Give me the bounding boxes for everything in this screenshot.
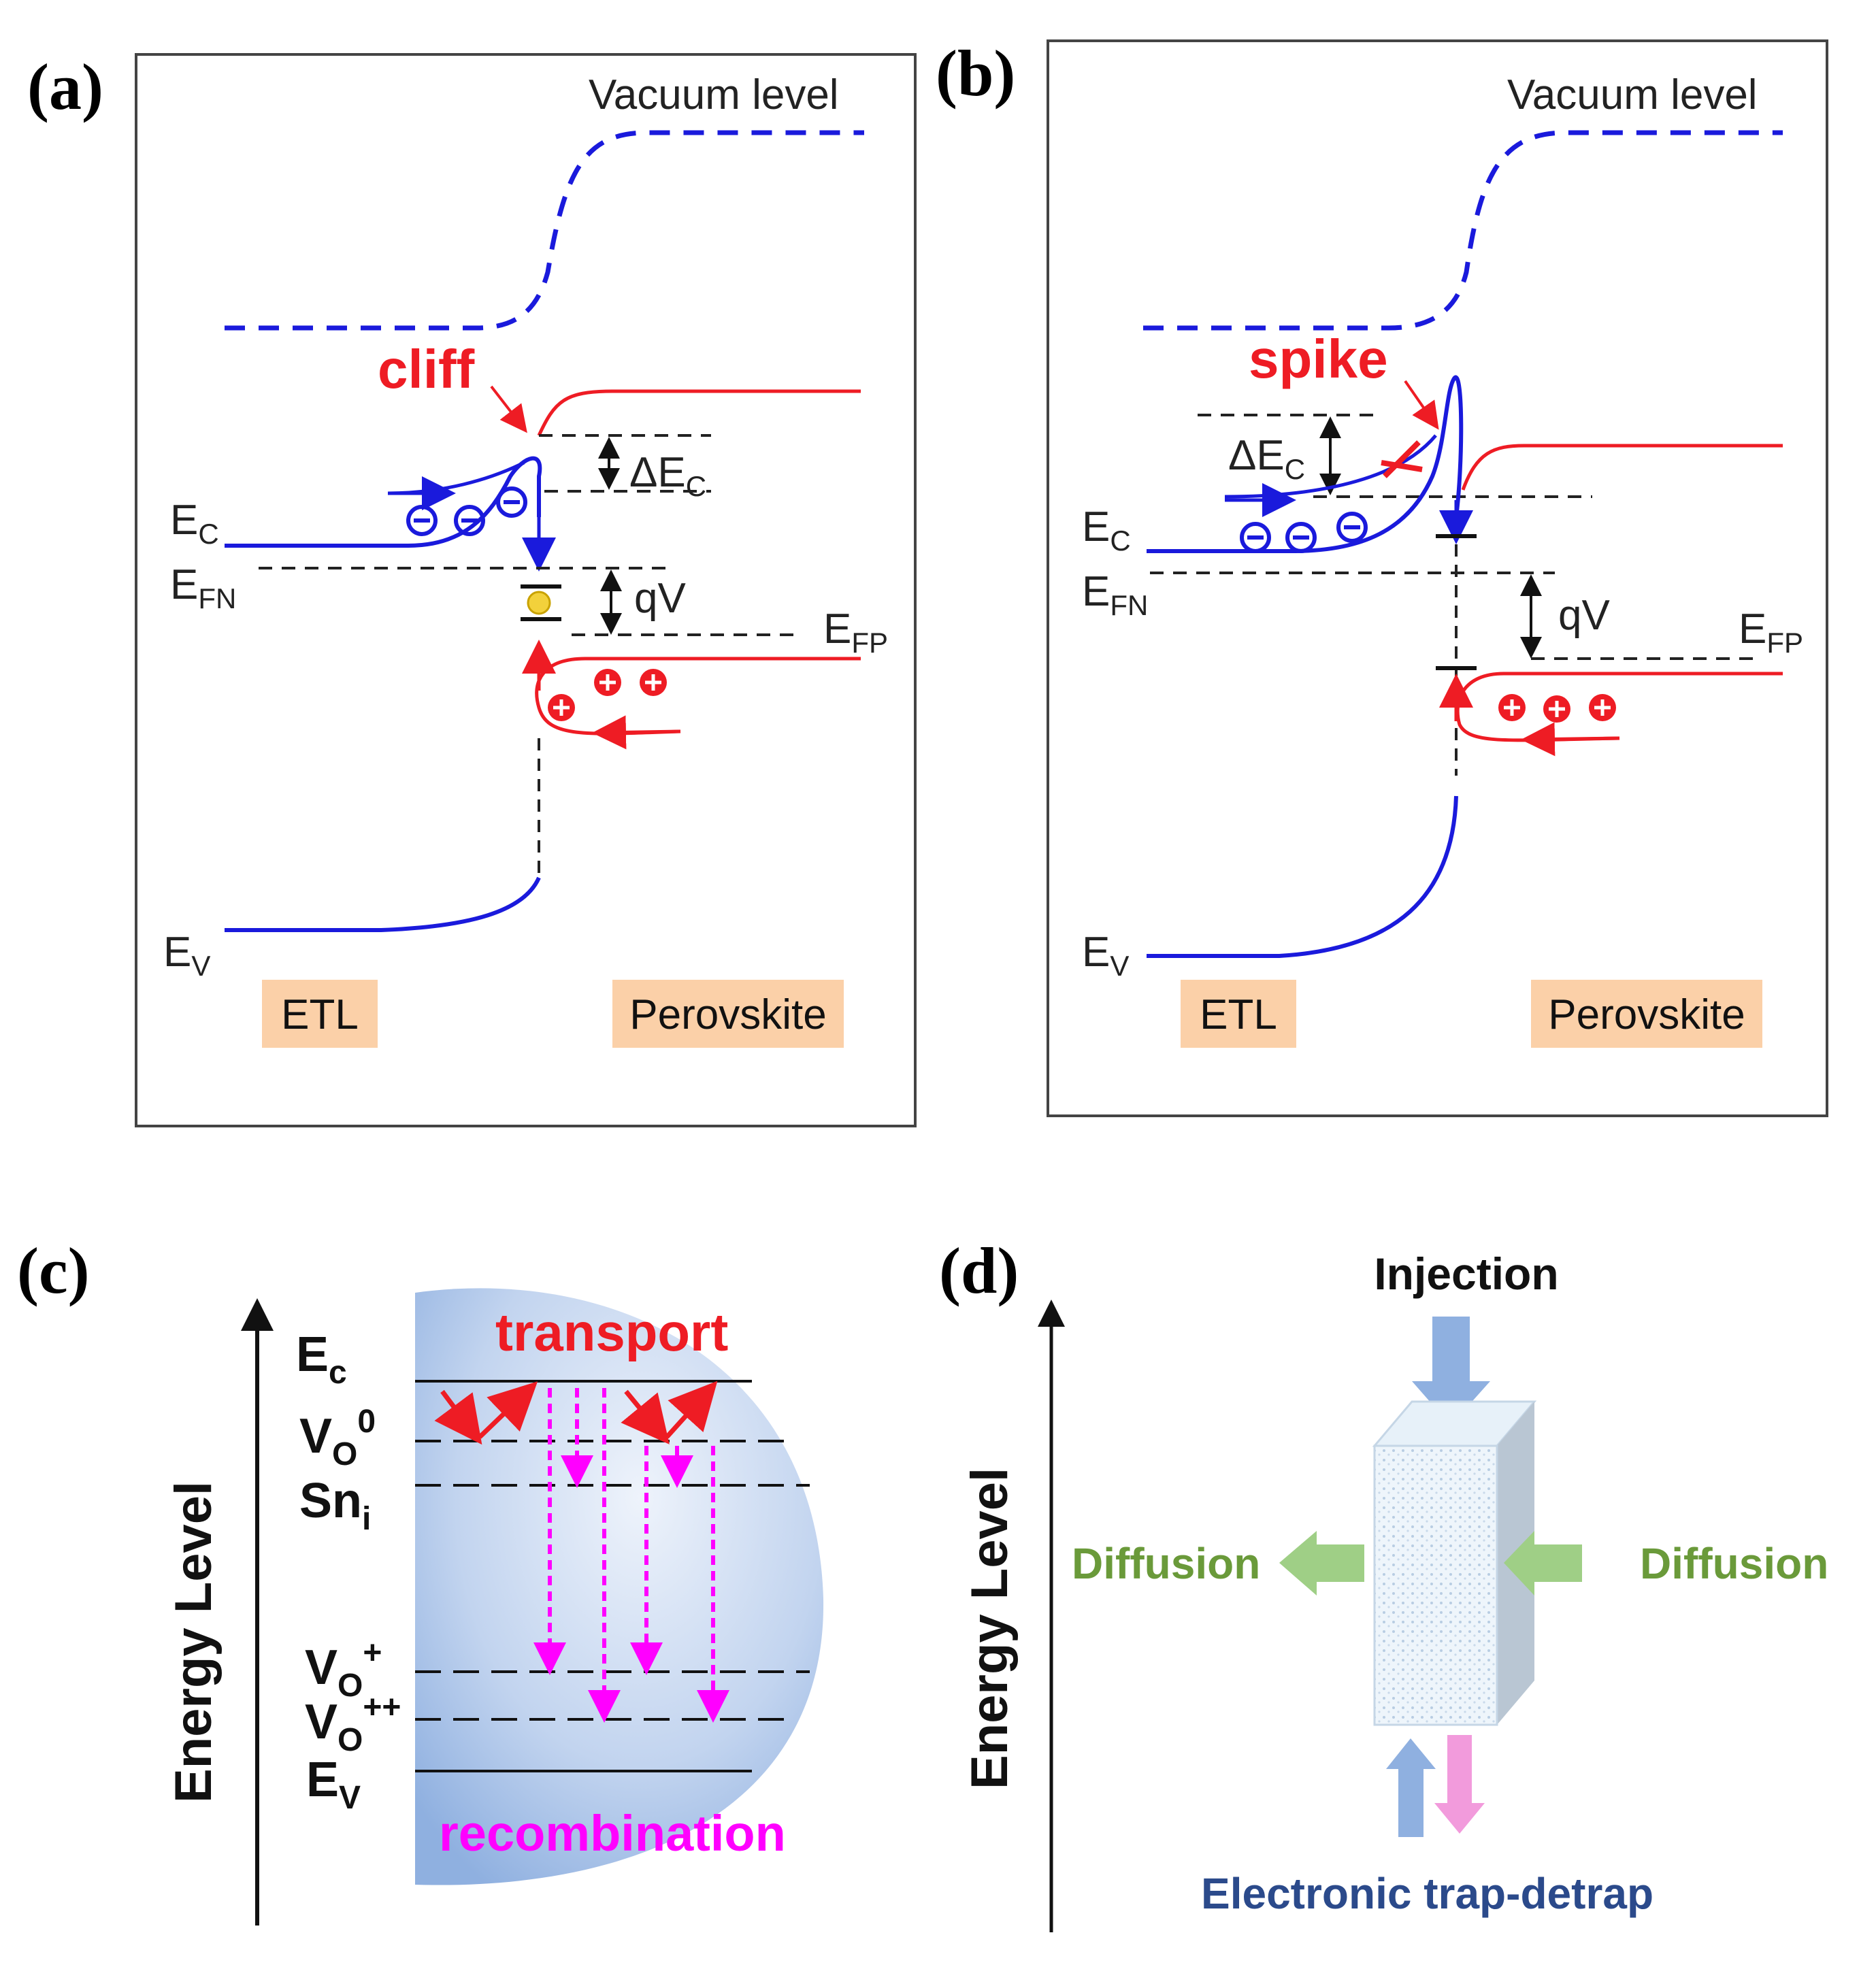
energy-axis-label: Energy Level xyxy=(165,1481,223,1803)
panel-d-label: (d) xyxy=(939,1234,1019,1307)
electron-group-b xyxy=(1240,512,1368,553)
etl-tag-b xyxy=(1181,980,1296,1048)
injection-label: Injection xyxy=(1374,1249,1558,1299)
vacuum-level-label-b: Vacuum level xyxy=(1507,71,1758,118)
blocked-mark-stroke-1 xyxy=(1383,440,1421,478)
level-vo-plus-label: VO+ xyxy=(305,1635,382,1704)
etl-conduction-band xyxy=(225,456,542,548)
detrap-up-arrow xyxy=(1386,1738,1436,1837)
hole-group xyxy=(548,669,667,721)
electron-group xyxy=(406,486,527,536)
panel-b-frame xyxy=(1047,39,1828,1117)
spike-label: spike xyxy=(1249,329,1388,389)
panel-c-label: (c) xyxy=(17,1234,90,1307)
transport-label: transport xyxy=(495,1302,728,1362)
qv-label: qV xyxy=(634,575,686,622)
transport-arrow-2-down xyxy=(621,1389,670,1444)
diffusion-left-arrow xyxy=(1279,1531,1364,1596)
qv-label-b: qV xyxy=(1558,592,1610,639)
perovskite-tag-label: Perovskite xyxy=(629,991,826,1038)
trap-detrap-label: Electronic trap-detrap xyxy=(1201,1869,1653,1918)
perovskite-tag xyxy=(612,980,844,1048)
hole-group-b xyxy=(1498,694,1616,723)
level-sni-label: Sni xyxy=(299,1474,371,1537)
perovskite-conduction-band xyxy=(537,389,861,437)
hole-flow-arrow-b xyxy=(1521,722,1620,757)
hole-flow-arrow xyxy=(592,715,681,750)
perovskite-valence-band xyxy=(535,657,861,735)
vacuum-level-curve xyxy=(225,130,864,331)
ec-label-b: EC xyxy=(1082,503,1131,557)
vacuum-level-curve-b xyxy=(1143,130,1783,331)
recombination-center xyxy=(527,591,551,615)
panel-d: (d) Energy Level Injection Diffusion Dif… xyxy=(939,1234,1828,1932)
panel-b-label: (b) xyxy=(936,37,1015,110)
etl-tag xyxy=(262,980,378,1048)
electron-1 xyxy=(406,505,438,536)
cliff-label: cliff xyxy=(378,339,475,399)
recombination-label: recombination xyxy=(439,1805,786,1862)
vacuum-level-label: Vacuum level xyxy=(589,71,839,118)
etl-valence-band-b xyxy=(1147,795,1458,958)
perovskite-conduction-band-b xyxy=(1461,444,1783,491)
energy-axis-label-d: Energy Level xyxy=(961,1468,1019,1789)
trap-block-front xyxy=(1373,1444,1498,1726)
electron-2 xyxy=(454,505,485,536)
ec-label: EC xyxy=(170,497,219,550)
panel-a-label: (a) xyxy=(27,50,103,123)
electron-b-1 xyxy=(1240,522,1271,553)
delta-ec-label-b: ΔEC xyxy=(1228,432,1305,485)
ev-label-b: EV xyxy=(1082,929,1129,982)
perovskite-tag-b xyxy=(1531,980,1762,1048)
diffusion-right-label: Diffusion xyxy=(1640,1539,1828,1588)
spike-pointer-arrow xyxy=(1404,380,1439,430)
level-ev-label: EV xyxy=(306,1753,361,1816)
level-ec-label: Ec xyxy=(296,1327,347,1391)
injection-arrow xyxy=(1412,1317,1490,1425)
transport-arrow-1-up xyxy=(478,1381,538,1439)
cliff-pointer-arrow xyxy=(490,385,527,433)
panel-c: (c) Energy Level transport Ec VO0 Sni VO… xyxy=(17,1234,824,1925)
transport-arrows xyxy=(434,1381,718,1445)
efn-label-b: EFN xyxy=(1082,568,1148,621)
diffusion-left-label: Diffusion xyxy=(1072,1539,1260,1588)
transport-arrow-1-down xyxy=(434,1389,482,1445)
level-vo-plusplus-label: VO++ xyxy=(305,1689,401,1758)
recombination-arrows xyxy=(533,1388,729,1723)
efp-label: EFP xyxy=(823,606,888,659)
diffusion-right-arrow xyxy=(1504,1531,1582,1596)
level-labels: Ec VO0 Sni VO+ VO++ EV xyxy=(296,1327,401,1816)
efn-label: EFN xyxy=(170,561,236,614)
blocked-mark-stroke-2 xyxy=(1381,460,1423,472)
panel-a: (a) Vacuum level cliff ΔEC EC EFN qV EFP xyxy=(27,50,917,1127)
panel-b: (b) Vacuum level spike ΔEC EC EFN qV EFP xyxy=(936,37,1828,1117)
perovskite-tag-label-b: Perovskite xyxy=(1548,991,1745,1038)
electron-b-2 xyxy=(1285,522,1317,553)
delta-ec-label: ΔEC xyxy=(629,449,706,502)
panel-a-frame xyxy=(135,53,917,1127)
etl-conduction-band-b xyxy=(1147,375,1464,553)
transport-arrow-2-up xyxy=(665,1381,718,1439)
etl-tag-label-b: ETL xyxy=(1200,991,1277,1038)
electron-3 xyxy=(496,486,527,518)
electron-b-3 xyxy=(1336,512,1368,543)
ev-label: EV xyxy=(163,929,210,982)
grain-sphere xyxy=(415,1288,824,1885)
trap-down-arrow xyxy=(1434,1735,1485,1834)
level-vo0-label: VO0 xyxy=(299,1404,376,1472)
efp-label-b: EFP xyxy=(1739,606,1803,659)
etl-tag-label: ETL xyxy=(281,991,359,1038)
etl-valence-band xyxy=(225,876,541,932)
